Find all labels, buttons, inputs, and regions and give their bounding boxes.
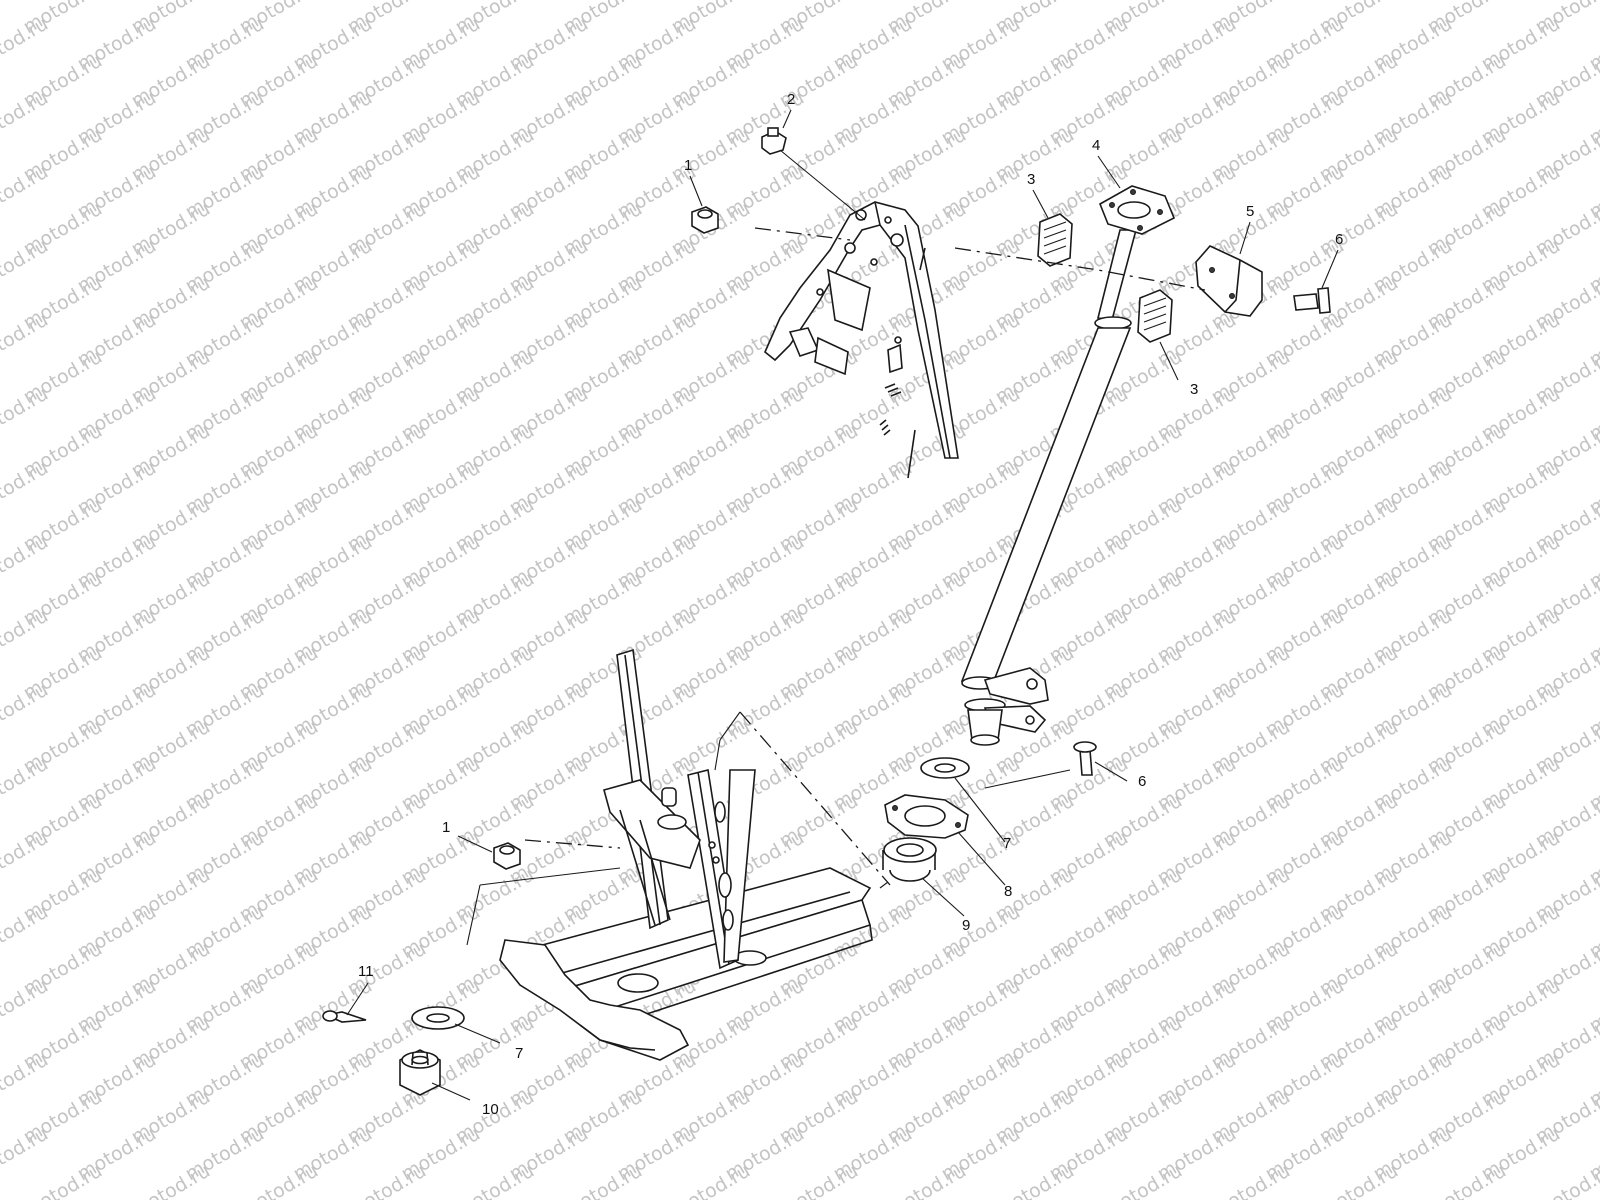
watermark-text: motod.ru (1316, 1160, 1402, 1200)
watermark-text: motod.ru (0, 383, 52, 446)
clamp-5 (1195, 245, 1263, 317)
watermark-text: motod.ru (128, 1160, 214, 1200)
watermark-text: motod.ru (452, 1160, 538, 1200)
watermark-text: motod.ru (668, 1160, 754, 1200)
bolt-2 (761, 127, 787, 155)
watermark-text: motod.ru (0, 235, 52, 298)
bushing-3-bottom (1137, 289, 1173, 343)
watermark-text: motod.ru (1208, 1160, 1294, 1200)
watermark-text: motod.ru (1100, 1160, 1186, 1200)
watermark-text: motod.ru (0, 457, 52, 520)
watermark-text: motod.ru (0, 827, 52, 890)
watermark-text: motod.ru (236, 1160, 322, 1200)
watermark-text: motod.ru (0, 161, 52, 224)
nut-1-top (691, 206, 719, 234)
washer-7-right (920, 757, 970, 779)
callout-1-bottom: 1 (442, 819, 450, 836)
watermark-text: motod.ru (0, 753, 52, 816)
watermark-text: motod.ru (776, 1160, 862, 1200)
watermark-text: motod.ru (0, 531, 52, 594)
watermark-text: motod.ru (0, 1049, 52, 1112)
callout-3-top: 3 (1027, 171, 1035, 188)
bushing-3-top (1037, 213, 1073, 267)
lower-frame (499, 648, 873, 1061)
watermark-text: motod.ru (344, 1160, 430, 1200)
watermark-text: motod.ru (20, 1160, 106, 1200)
callout-8: 8 (1004, 883, 1012, 900)
upper-frame-plate (764, 201, 959, 479)
castle-nut-10 (399, 1049, 441, 1096)
watermark-text: motod.ru (0, 679, 52, 742)
callout-11: 11 (358, 963, 374, 980)
watermark-text: motod.ru (0, 87, 52, 150)
watermark-text: motod.ru (884, 1160, 970, 1200)
bolt-6-bottom (1073, 741, 1097, 776)
watermark-text: motod.ru (0, 309, 52, 372)
leader-lines (346, 109, 1339, 1101)
watermark-text: motod.ru (0, 975, 52, 1038)
callout-7-left: 7 (515, 1045, 523, 1062)
callout-numbers: 1 2 3 4 5 6 3 6 7 8 9 1 11 7 10 (358, 91, 1343, 1118)
watermark-text: motod.ru (992, 1160, 1078, 1200)
watermark-text: motod.ru (0, 0, 52, 1)
callout-7-right: 7 (1003, 835, 1011, 852)
callout-6-top: 6 (1335, 231, 1343, 248)
watermark-text: motod.ru (560, 1160, 646, 1200)
callout-9: 9 (962, 917, 970, 934)
callout-3-bottom: 3 (1190, 381, 1198, 398)
watermark-text: motod.ru (0, 13, 52, 76)
callout-1-top: 1 (684, 157, 692, 174)
bearing-plate-8 (884, 794, 969, 839)
watermark-text: motod.ru (0, 605, 52, 668)
watermark-text: motod.ru (0, 901, 52, 964)
steering-post (960, 185, 1176, 746)
watermark-text: motod.ru (0, 1123, 52, 1186)
bolt-6-top (1293, 287, 1331, 314)
bushing-9 (882, 837, 937, 882)
callout-2: 2 (787, 91, 795, 108)
callout-4: 4 (1092, 137, 1100, 154)
callout-6-bottom: 6 (1138, 773, 1146, 790)
nut-1-bottom (493, 842, 521, 870)
cotter-pin-11 (322, 1010, 367, 1023)
washer-7-left (411, 1006, 465, 1030)
callout-10: 10 (482, 1101, 499, 1118)
watermark-text: motod.ru (1424, 1160, 1510, 1200)
callout-5: 5 (1246, 203, 1254, 220)
